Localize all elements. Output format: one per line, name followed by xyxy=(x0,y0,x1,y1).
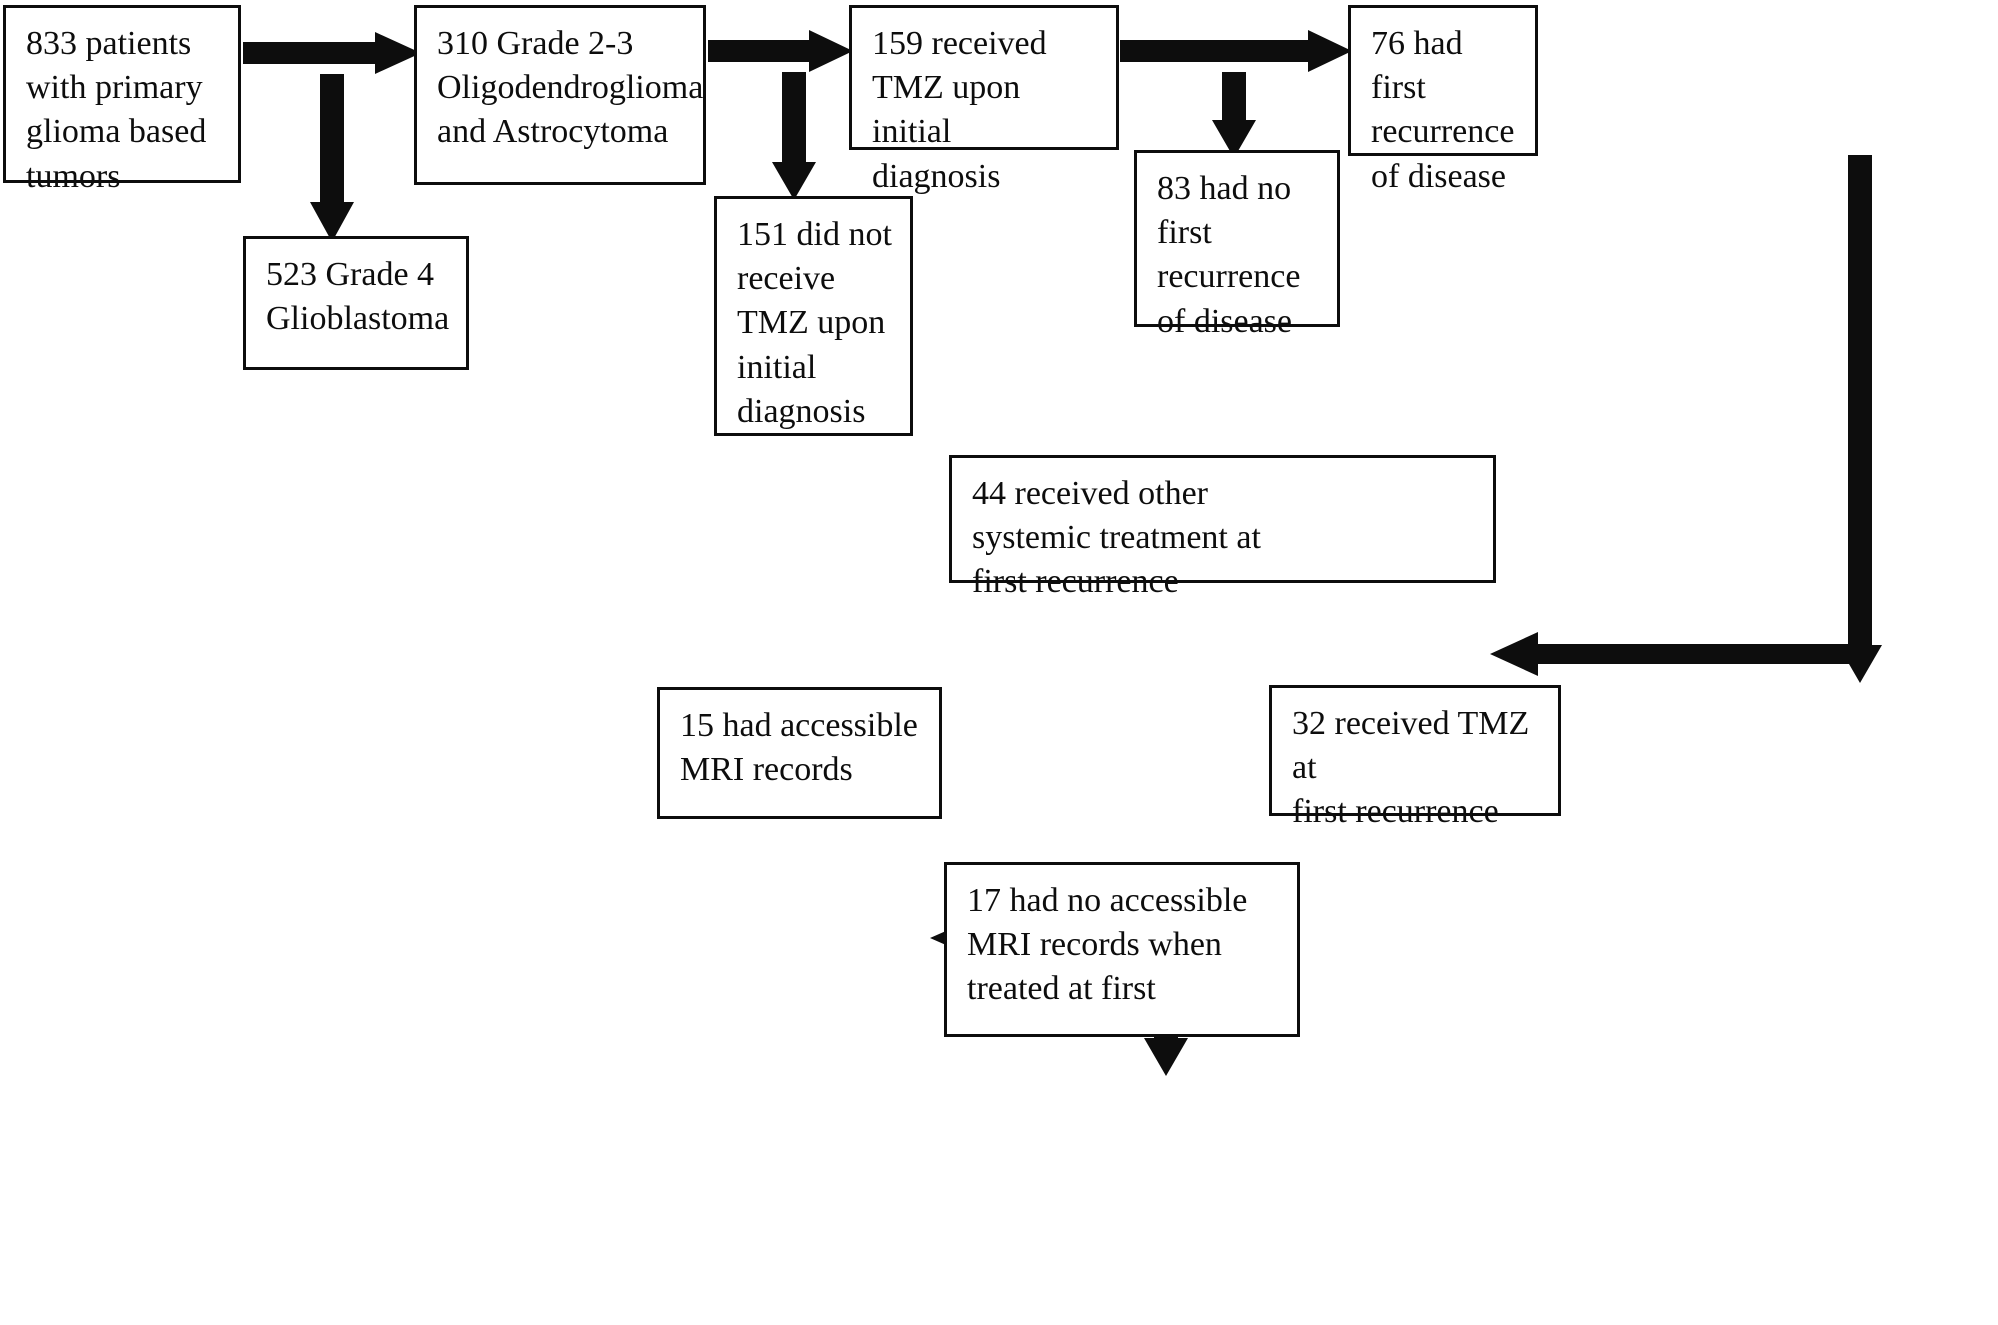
node-15-accessible-mri[interactable]: 15 had accessible MRI records xyxy=(657,687,942,819)
node-310-grade-2-3-label: 310 Grade 2-3 Oligodendroglioma and Astr… xyxy=(437,25,704,151)
node-523-grade-4-label: 523 Grade 4 Glioblastoma xyxy=(266,256,450,338)
node-151-did-not-receive[interactable]: 151 did not receive TMZ upon initial dia… xyxy=(714,196,913,436)
arrow-159-to-76 xyxy=(1120,30,1352,72)
node-76-first-recurrence[interactable]: 76 had first recurrence of disease xyxy=(1348,5,1538,195)
arrow-310-to-159 xyxy=(708,30,853,72)
arrow-76-to-44 xyxy=(1490,632,1850,676)
node-833-patients-label: 833 patients with primary glioma based t… xyxy=(26,25,207,195)
node-159-received-tmz[interactable]: 159 received TMZ upon initial diagnosis xyxy=(849,5,1119,195)
node-83-no-first-recurrence[interactable]: 83 had no first recurrence of disease xyxy=(1134,150,1340,340)
node-17-no-accessible-mri-label: 17 had no accessible MRI records when tr… xyxy=(967,882,1248,1008)
node-83-no-first-recurrence-label: 83 had no first recurrence of disease xyxy=(1157,170,1301,340)
node-15-accessible-mri-label: 15 had accessible MRI records xyxy=(680,707,918,789)
arrow-310-to-151 xyxy=(772,72,816,200)
node-159-received-tmz-label: 159 received TMZ upon initial diagnosis xyxy=(872,25,1047,195)
node-151-did-not-receive-label: 151 did not receive TMZ upon initial dia… xyxy=(737,216,892,430)
node-44-other-systemic-label: 44 received other systemic treatment at … xyxy=(972,475,1261,601)
node-76-first-recurrence-label: 76 had first recurrence of disease xyxy=(1371,25,1515,195)
arrow-159-to-83 xyxy=(1212,72,1256,158)
node-44-other-systemic[interactable]: 44 received other systemic treatment at … xyxy=(949,455,1496,600)
node-523-grade-4[interactable]: 523 Grade 4 Glioblastoma xyxy=(243,236,469,370)
node-833-patients[interactable]: 833 patients with primary glioma based t… xyxy=(3,5,241,195)
node-17-no-accessible-mri[interactable]: 17 had no accessible MRI records when tr… xyxy=(944,862,1300,1037)
arrow-833-to-523 xyxy=(310,74,354,242)
node-310-grade-2-3[interactable]: 310 Grade 2-3 Oligodendroglioma and Astr… xyxy=(414,5,706,185)
arrow-833-to-310 xyxy=(243,32,421,74)
node-32-received-tmz-recurrence-label: 32 received TMZ at first recurrence xyxy=(1292,705,1530,831)
node-32-received-tmz-recurrence[interactable]: 32 received TMZ at first recurrence xyxy=(1269,685,1561,830)
arrow-76-to-32 xyxy=(1838,155,1882,683)
